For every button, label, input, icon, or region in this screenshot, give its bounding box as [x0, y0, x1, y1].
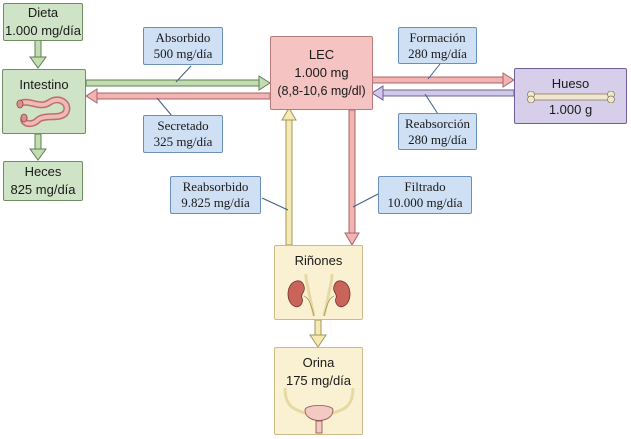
lec-value: 1.000 mg	[294, 65, 349, 80]
heces-name: Heces	[24, 164, 62, 179]
formacion-value: 280 mg/día	[408, 45, 467, 61]
lec-name: LEC	[308, 47, 335, 62]
arrow-dieta-to-intestino	[29, 39, 47, 69]
heces-node: Heces 825 mg/día	[3, 161, 83, 201]
label-pointers	[156, 63, 441, 211]
secretado-label: Secretado 325 mg/día	[143, 115, 223, 153]
intestino-node: Intestino	[2, 69, 86, 134]
arrow-filtrado	[344, 109, 360, 246]
secretado-value: 325 mg/día	[153, 134, 213, 149]
dieta-value: 1.000 mg/día	[5, 23, 81, 38]
arrow-formacion	[371, 72, 515, 88]
hueso-node: Hueso 1.000 g	[514, 68, 627, 124]
rinones-node: Riñones	[274, 245, 363, 320]
filtrado-name: Filtrado	[404, 179, 446, 194]
arrow-reabsorbido	[281, 107, 297, 246]
reabsorcion-name: Reabsorción	[405, 115, 470, 131]
intestino-name: Intestino	[19, 77, 69, 92]
bladder-icon	[283, 388, 355, 434]
lec-range: (8,8-10,6 mg/dl)	[277, 84, 366, 98]
lec-node: LEC 1.000 mg (8,8-10,6 mg/dl)	[270, 36, 373, 110]
reabsorcion-value: 280 mg/día	[408, 131, 467, 147]
orina-value: 175 mg/día	[285, 373, 352, 388]
formacion-label: Formación 280 mg/día	[398, 27, 477, 64]
bone-icon	[527, 91, 615, 103]
arrow-intestino-to-heces	[29, 133, 47, 161]
filtrado-label: Filtrado 10.000 mg/día	[378, 176, 472, 214]
arrow-reabsorcion	[371, 85, 515, 101]
reabsorbido-name: Reabsorbido	[182, 179, 249, 194]
arrow-rinones-to-orina	[309, 319, 327, 348]
reabsorcion-label: Reabsorción 280 mg/día	[398, 113, 477, 150]
heces-value: 825 mg/día	[10, 182, 76, 197]
absorbido-label: Absorbido 500 mg/día	[143, 27, 223, 65]
orina-name: Orina	[302, 355, 335, 370]
reabsorbido-label: Reabsorbido 9.825 mg/día	[170, 176, 261, 214]
orina-node: Orina 175 mg/día	[274, 347, 363, 435]
reabsorbido-value: 9.825 mg/día	[181, 195, 250, 210]
kidneys-icon	[287, 274, 350, 316]
absorbido-value: 500 mg/día	[153, 46, 213, 61]
arrow-absorbido	[85, 75, 271, 91]
dieta-name: Dieta	[27, 5, 59, 20]
intestine-icon	[16, 96, 71, 128]
secretado-name: Secretado	[157, 118, 209, 133]
hueso-value: 1.000 g	[548, 102, 593, 117]
hueso-name: Hueso	[551, 76, 590, 91]
arrow-secretado	[85, 88, 271, 104]
formacion-name: Formación	[409, 29, 466, 45]
dieta-node: Dieta 1.000 mg/día	[3, 3, 83, 41]
filtrado-value: 10.000 mg/día	[387, 195, 463, 210]
absorbido-name: Absorbido	[155, 30, 211, 45]
rinones-name: Riñones	[294, 253, 343, 268]
